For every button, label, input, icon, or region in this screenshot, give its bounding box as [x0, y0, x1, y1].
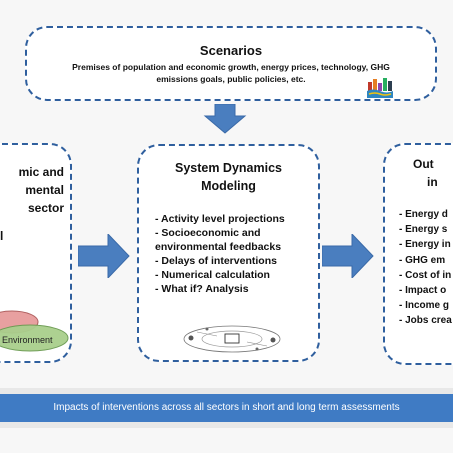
feature-item: - Activity level projections: [155, 213, 285, 225]
venn-label: Environment: [2, 335, 53, 345]
left-stray-text: l: [0, 229, 4, 243]
feature-item: - What if? Analysis: [155, 283, 249, 295]
system-dynamics-title: System Dynamics Modeling: [139, 159, 318, 195]
output-item: - Jobs crea: [399, 315, 452, 327]
feature-item: - Numerical calculation: [155, 269, 270, 281]
modeling-feature-list: - Activity level projections - Socioecon…: [155, 212, 315, 296]
scenarios-title: Scenarios: [199, 43, 263, 58]
output-item: - Energy s: [399, 224, 448, 236]
system-dynamics-box: System Dynamics Modeling - Activity leve…: [137, 144, 320, 362]
output-item: - Energy in: [399, 239, 451, 251]
outputs-title: Out in: [413, 155, 453, 191]
right-arrow-right: [322, 234, 374, 278]
center-title-line-2: Modeling: [201, 179, 256, 193]
left-line-1: mic and: [18, 165, 64, 179]
output-item: - GHG em: [399, 254, 446, 266]
left-line-2: mental: [25, 183, 64, 197]
output-item: - Income g: [399, 300, 450, 312]
down-arrow: [203, 104, 247, 134]
outputs-box: Out in - Energy d - Energy s - Energy in…: [383, 143, 453, 365]
outputs-list: - Energy d - Energy s - Energy in - GHG …: [399, 207, 453, 329]
right-title-line-1: Out: [413, 157, 434, 171]
right-arrow-left: [78, 234, 130, 278]
output-item: - Impact o: [399, 285, 447, 297]
socioeconomic-title: mic and mental sector: [0, 163, 64, 217]
feature-item: - Socioeconomic and: [155, 227, 261, 239]
right-title-line-2: in: [427, 175, 438, 189]
feature-item: environmental feedbacks: [155, 241, 282, 253]
center-title-line-1: System Dynamics: [174, 161, 282, 175]
city-icon: [367, 78, 393, 98]
left-line-3: sector: [27, 201, 64, 215]
scenarios-box: Scenarios Premises of population and eco…: [25, 26, 437, 101]
feature-item: - Delays of interventions: [155, 255, 277, 267]
impacts-bar: Impacts of interventions across all sect…: [0, 394, 453, 422]
feedback-loop-diagram: [183, 325, 281, 353]
output-item: - Cost of in: [399, 269, 452, 281]
scenarios-description: Premises of population and economic grow…: [72, 62, 390, 84]
venn-graphic: Environment: [0, 310, 69, 352]
output-item: - Energy d: [399, 209, 448, 220]
